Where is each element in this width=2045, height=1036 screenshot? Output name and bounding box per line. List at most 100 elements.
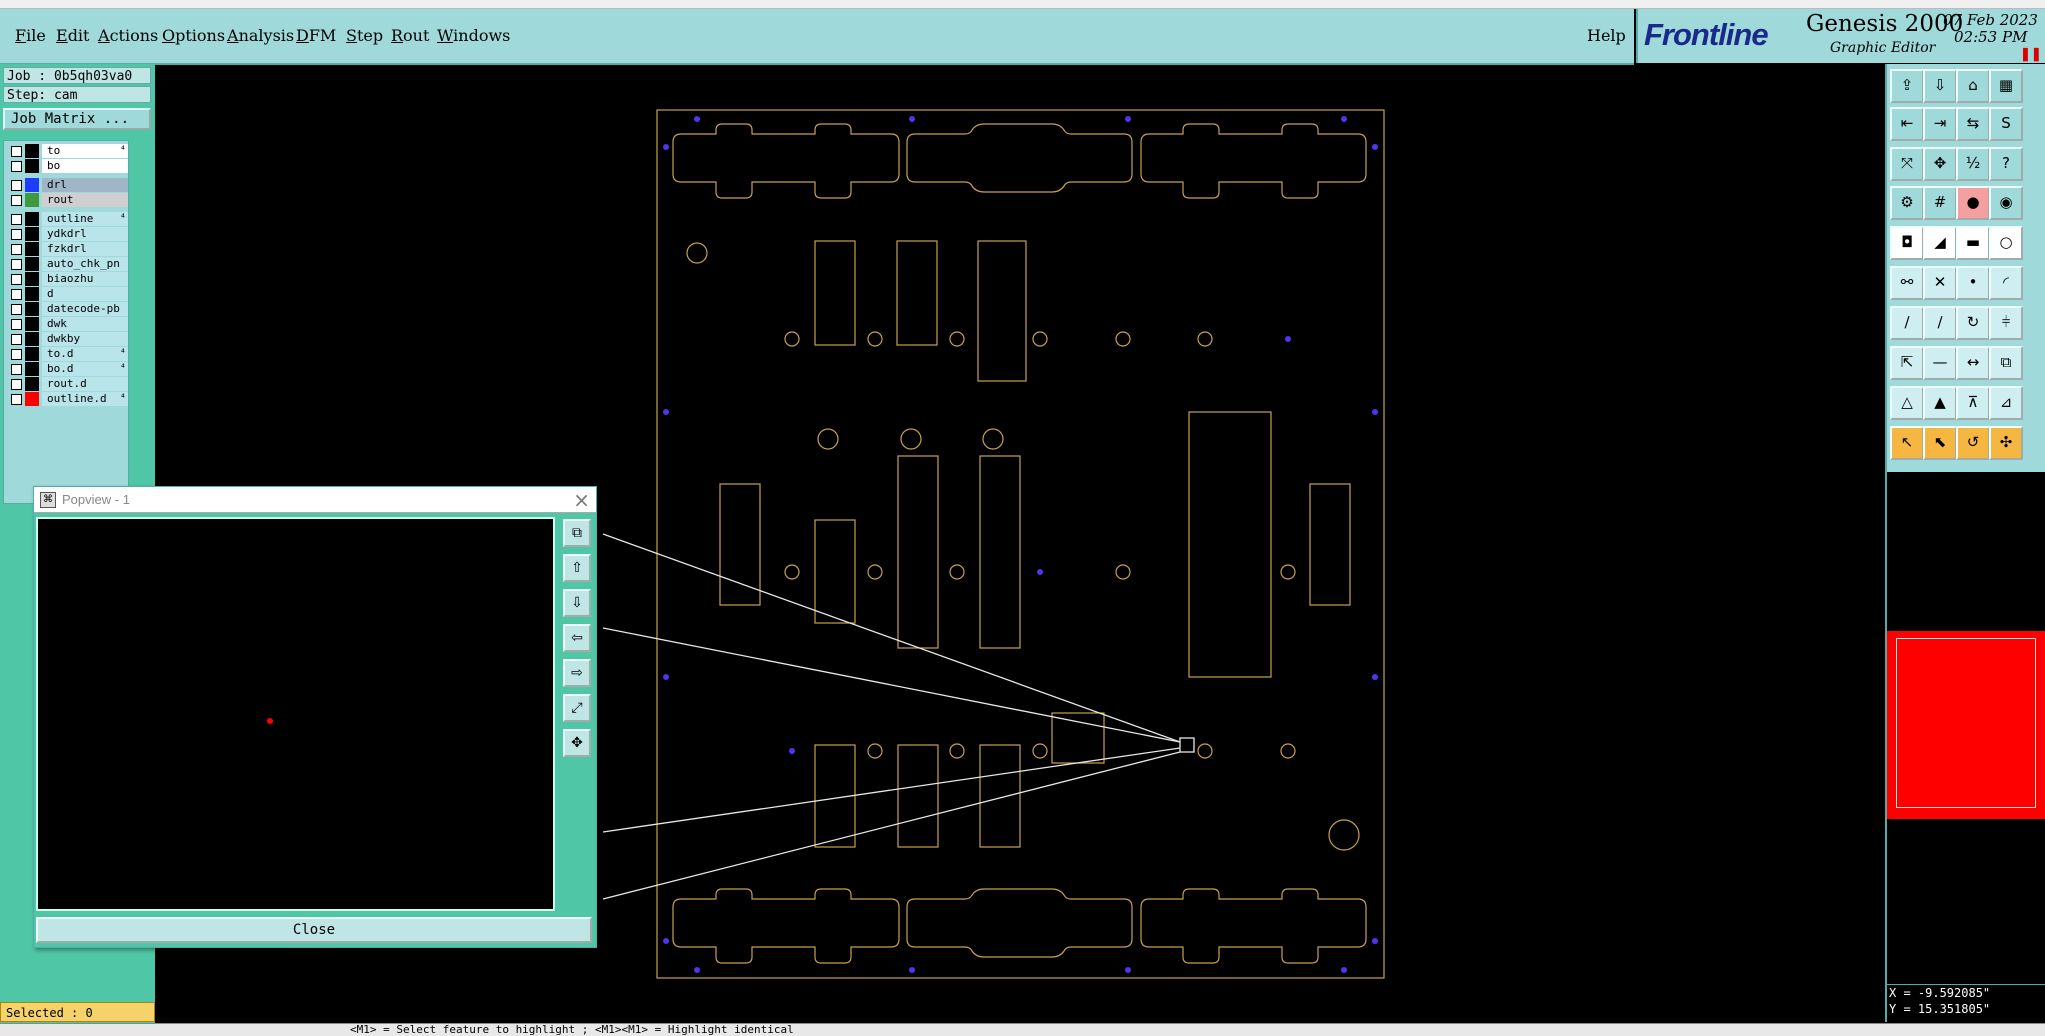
line-blue-icon[interactable]: ∕ [1923,306,1957,340]
layer-checkbox[interactable] [11,229,22,240]
zoom-center-icon[interactable]: ✥ [1923,147,1957,182]
pan-left-icon[interactable]: ⇦ [563,624,591,652]
layer-color-swatch[interactable] [25,302,39,316]
select-line-icon[interactable]: ◢ [1923,226,1957,260]
menu-help[interactable]: Help [1587,26,1626,45]
layer-checkbox[interactable] [11,195,22,206]
menu-options[interactable]: Options [162,26,226,45]
zoom-extent-icon[interactable]: ⤧ [1890,147,1924,182]
pointer-move-icon[interactable]: ✣ [1989,426,2023,460]
layer-color-swatch[interactable] [25,227,39,241]
line-red-icon[interactable]: ∕ [1890,306,1924,340]
layer-color-swatch[interactable] [25,377,39,391]
move-left-icon[interactable]: ⇤ [1890,107,1924,142]
layer-checkbox[interactable] [11,364,22,375]
layer-color-swatch[interactable] [25,287,39,301]
layer-checkbox[interactable] [11,146,22,157]
layer-checkbox[interactable] [11,244,22,255]
arc-icon[interactable]: ◜ [1989,266,2023,300]
close-button[interactable]: Close [36,917,592,943]
triangle-alt-icon[interactable]: ▲ [1923,386,1957,420]
menu-file[interactable]: File [15,26,46,45]
layer-color-swatch[interactable] [25,362,39,376]
layer-color-swatch[interactable] [25,317,39,331]
pan-down-icon[interactable]: ⇩ [563,589,591,617]
menu-actions[interactable]: Actions [98,26,159,45]
layer-checkbox[interactable] [11,214,22,225]
layer-row[interactable]: fzkdrl [7,242,128,256]
layer-color-swatch[interactable] [25,347,39,361]
layer-color-swatch[interactable] [25,332,39,346]
pan-right-icon[interactable]: ⇨ [563,659,591,687]
measure-icon[interactable]: ▬ [1956,226,1990,260]
layer-checkbox[interactable] [11,180,22,191]
graphic-canvas[interactable] [155,64,1885,1022]
layer-row[interactable]: auto_chk_pn [7,257,128,271]
pointer-icon[interactable]: ↖ [1890,426,1924,460]
grid-view-icon[interactable]: ▦ [1989,68,2023,103]
trim-icon[interactable]: — [1923,346,1957,380]
layer-name[interactable]: drl [42,178,128,192]
popview-screen[interactable] [36,517,555,911]
copy-icon[interactable]: ⧉ [1989,346,2023,380]
menu-edit[interactable]: Edit [56,26,90,45]
layer-row[interactable]: biaozhu [7,272,128,286]
layer-checkbox[interactable] [11,274,22,285]
layer-name[interactable]: rout [42,193,128,207]
layer-color-swatch[interactable] [25,272,39,286]
layer-row[interactable]: ydkdrl [7,227,128,241]
scale-icon[interactable]: ½ [1956,147,1990,182]
triangle-measure-icon[interactable]: ⊿ [1989,386,2023,420]
layer-checkbox[interactable] [11,394,22,405]
layer-name[interactable]: ydkdrl [42,227,128,241]
pointer-rotate-icon[interactable]: ↺ [1956,426,1990,460]
layer-color-swatch[interactable] [25,212,39,226]
layer-color-swatch[interactable] [25,159,39,173]
layer-checkbox[interactable] [11,349,22,360]
move-feature-icon[interactable]: ⇱ [1890,346,1924,380]
layer-checkbox[interactable] [11,334,22,345]
layer-down-icon[interactable]: ⇩ [1923,68,1957,103]
layer-name[interactable]: dwk [42,317,128,331]
zoom-fit-icon[interactable]: ⤢ [563,694,591,722]
triangle-top-icon[interactable]: ⊼ [1956,386,1990,420]
layer-checkbox[interactable] [11,319,22,330]
layer-checkbox[interactable] [11,304,22,315]
settings-icon[interactable]: ⚙ [1890,186,1924,220]
layer-name[interactable]: datecode-pb [42,302,128,316]
layer-name[interactable]: auto_chk_pn [42,257,128,271]
layer-checkbox[interactable] [11,289,22,300]
pad-red-icon[interactable]: ● [1956,186,1990,220]
layer-name[interactable]: d [42,287,128,301]
layer-row[interactable]: drl [7,178,128,192]
layer-up-icon[interactable]: ⇪ [1890,68,1924,103]
dimension-icon[interactable]: ↔ [1956,346,1990,380]
help-icon[interactable]: ? [1989,147,2023,182]
layer-color-swatch[interactable] [25,392,39,406]
layer-color-swatch[interactable] [25,144,39,158]
zoom-center-icon[interactable]: ✥ [563,729,591,757]
menu-dfm[interactable]: DFM [296,26,337,45]
layer-name[interactable]: fzkdrl [42,242,128,256]
arc-tool-icon[interactable]: ↻ [1956,306,1990,340]
circle-icon[interactable]: ○ [1989,226,2023,260]
job-matrix-button[interactable]: Job Matrix ... [3,108,151,130]
swap-icon[interactable]: ⇆ [1956,107,1990,142]
layer-color-swatch[interactable] [25,193,39,207]
layer-name[interactable]: rout.d [42,377,128,391]
pause-icon[interactable]: ❚❚ [2020,47,2042,62]
popview-title-bar[interactable]: ⌘ Popview - 1 × [34,487,596,513]
layer-name[interactable]: biaozhu [42,272,128,286]
menu-windows[interactable]: Windows [437,26,511,45]
zoom-window-icon[interactable]: ⧉ [563,519,591,547]
